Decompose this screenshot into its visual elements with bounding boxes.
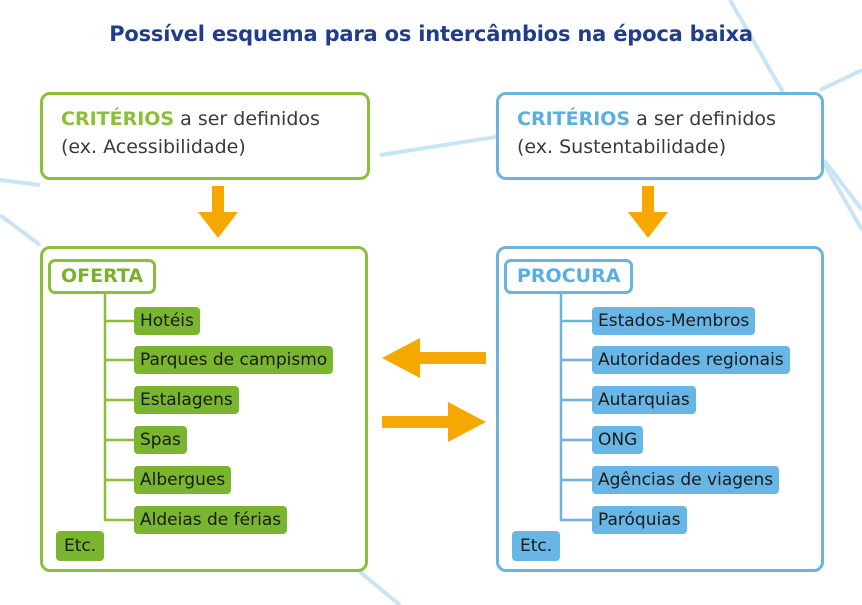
demand-item-regional-authorities: Autoridades regionais [592, 346, 790, 374]
supply-etc: Etc. [56, 531, 105, 561]
supply-item-campsites: Parques de campismo [134, 346, 334, 374]
demand-header: PROCURA [504, 259, 634, 294]
demand-panel: PROCURA Estados-Membros Autoridades regi… [496, 246, 824, 572]
criteria-example: (ex. Acessibilidade) [61, 136, 246, 158]
demand-item-member-states: Estados-Membros [592, 307, 756, 335]
arrow-left [382, 338, 486, 378]
demand-tree-lines [559, 294, 593, 522]
down-arrow-right [628, 186, 668, 238]
criteria-heading: CRITÉRIOS [61, 108, 175, 130]
criteria-example: (ex. Sustentabilidade) [517, 136, 727, 158]
demand-item-parishes: Paróquias [592, 506, 687, 534]
supply-panel: OFERTA Hotéis Parques de campismo Estala… [40, 246, 368, 572]
down-arrow-left [198, 186, 238, 238]
diagram-title: Possível esquema para os intercâmbios na… [109, 22, 753, 46]
criteria-box-accessibility: CRITÉRIOS a ser definidos (ex. Acessibil… [40, 92, 370, 180]
arrow-right [382, 402, 486, 442]
criteria-text: a ser definidos [174, 108, 320, 130]
criteria-box-sustainability: CRITÉRIOS a ser definidos (ex. Sustentab… [496, 92, 824, 180]
supply-item-inns: Estalagens [134, 386, 239, 414]
criteria-heading: CRITÉRIOS [517, 108, 631, 130]
supply-tree-lines [103, 294, 135, 522]
demand-etc: Etc. [512, 531, 561, 561]
supply-item-hotels: Hotéis [134, 307, 200, 335]
demand-item-municipalities: Autarquias [592, 386, 696, 414]
demand-item-ngo: ONG [592, 426, 644, 454]
supply-header: OFERTA [48, 259, 157, 294]
criteria-text: a ser definidos [630, 108, 776, 130]
supply-item-holiday-villages: Aldeias de férias [134, 506, 288, 534]
demand-item-travel-agencies: Agências de viagens [592, 466, 780, 494]
supply-item-spas: Spas [134, 426, 187, 454]
supply-item-hostels: Albergues [134, 466, 232, 494]
